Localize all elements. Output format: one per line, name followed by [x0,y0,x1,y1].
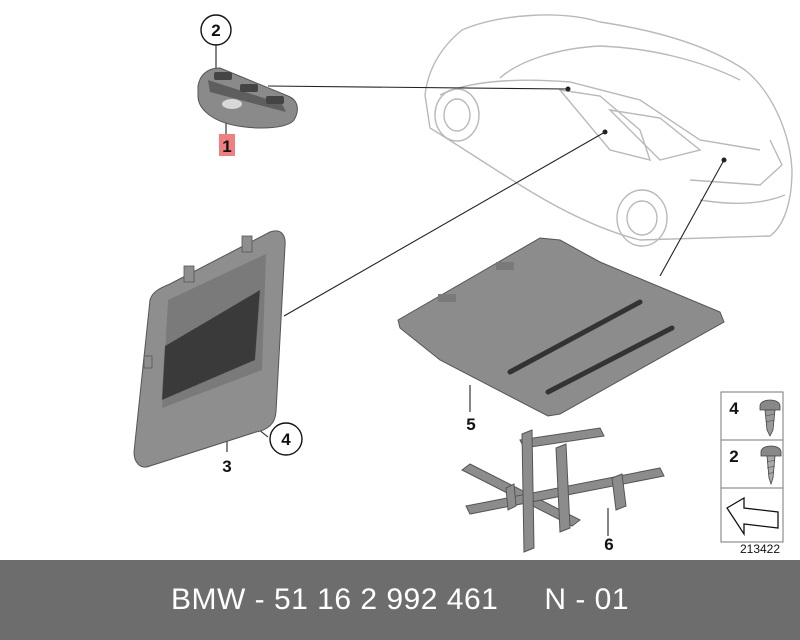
callout-6: 6 [604,535,613,554]
callout-2-label: 2 [211,21,220,40]
leader-dots [565,86,727,163]
screw-icon [760,445,782,486]
push-clip-icon [759,399,781,437]
part-side-panel [133,230,286,468]
callout-4-label: 4 [281,430,291,449]
callout-1: 1 [219,134,235,156]
parts-diagram: 2 1 3 4 5 6 4 2 [133,14,793,556]
part-number-text: BMW - 51 16 2 992 461 [170,583,499,616]
callout-5: 5 [466,415,475,434]
callout-5-label: 5 [466,415,475,434]
callout-2: 2 [200,14,232,46]
callout-1-label: 1 [222,137,231,156]
callout-6-label: 6 [604,535,613,554]
part-foam-insert [461,427,665,553]
legend-row-1-number: 4 [729,399,739,418]
part-number-footer: BMW - 51 16 2 992 461 N - 01 [0,560,800,640]
diagram-number: 213422 [740,542,780,556]
hardware-legend: 4 2 213422 [720,391,784,556]
part-switch-unit [197,67,298,129]
legend-row-2-number: 2 [729,447,738,466]
callout-4: 4 [269,422,303,456]
revision-code-text: N - 01 [544,583,630,616]
part-floor-panel [397,237,725,417]
callout-3-label: 3 [222,457,231,476]
callout-3: 3 [222,457,231,476]
bracket-icon [726,496,779,537]
car-outline [424,14,793,247]
